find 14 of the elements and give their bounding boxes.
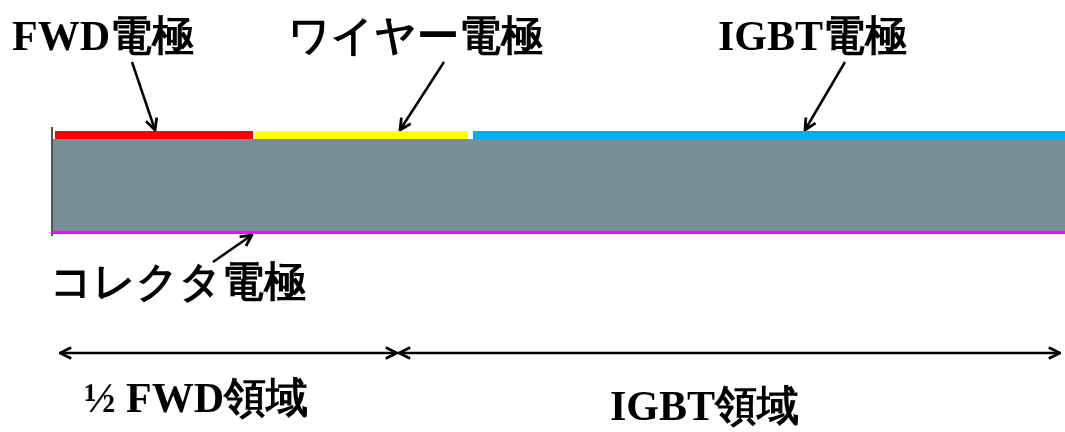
electrode-strip [55, 131, 253, 139]
electrode-label: ワイヤー電極 [288, 12, 543, 60]
leader-arrow [803, 61, 847, 132]
electrode-strip [255, 131, 468, 139]
electrode-strip [52, 231, 1065, 234]
leader-arrow [130, 61, 159, 132]
region-label: ½ FWD領域 [84, 374, 308, 422]
electrode-label: コレクタ電極 [50, 258, 306, 306]
electrode-strip [473, 131, 1065, 139]
electrode-label: FWD電極 [12, 12, 194, 60]
electrode-label: IGBT電極 [718, 12, 908, 60]
leader-arrow [212, 233, 254, 264]
region-label: IGBT領域 [610, 382, 800, 430]
leader-arrow [398, 61, 446, 132]
